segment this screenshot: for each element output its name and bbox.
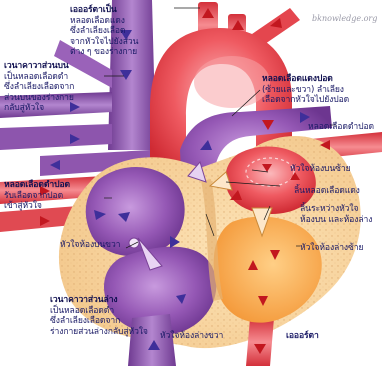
label-pulmonary-vein-left-title: หลอดเลือดดำปอด: [4, 180, 70, 191]
label-ivc-text: เป็นหลอดเลือดดำ ซึ่งลำเลียงเลือดจาก ร่าง…: [50, 306, 148, 337]
label-svc-text: เป็นหลอดเลือดดำ ซึ่งลำเลียงเลือดจาก ส่วน…: [4, 72, 74, 114]
watermark: bknowledge.org: [312, 14, 377, 23]
label-svc-title: เวนาคาวาส่วนบน: [4, 61, 74, 72]
label-aorta-bottom: เอออร์ตา: [286, 331, 319, 342]
label-pulmonary-vein-right: หลอดเลือดดำปอด: [308, 122, 374, 133]
label-pulmonary-artery-text: (ซ้ายและขวา) ลำเลียง เลือดจากหัวใจไปยังป…: [262, 85, 349, 106]
label-svc: เวนาคาวาส่วนบน เป็นหลอดเลือดดำ ซึ่งลำเลี…: [4, 61, 74, 114]
label-aorta-top: เอออร์ตาเป็น หลอดเลือดแดง ซึ่งลำเลียงเลื…: [70, 5, 138, 58]
label-left-ventricle: หัวใจห้องล่างซ้าย: [300, 243, 363, 254]
label-ivc-title: เวนาคาวาส่วนล่าง: [50, 295, 148, 306]
label-right-ventricle: หัวใจห้องล่างขวา: [160, 331, 223, 342]
label-aortic-valve: ลิ้นหลอดเลือดแดง: [294, 186, 360, 197]
label-pulmonary-artery: หลอดเลือดแดงปอด (ซ้ายและขวา) ลำเลียง เลื…: [262, 74, 349, 106]
label-left-atrium: หัวใจห้องบนซ้าย: [290, 164, 351, 175]
label-mitral-valve: ลิ้นระหว่างหัวใจ ห้องบน และห้องล่าง: [300, 204, 372, 225]
label-aorta-top-title: เอออร์ตาเป็น: [70, 5, 138, 16]
label-pulmonary-artery-title: หลอดเลือดแดงปอด: [262, 74, 349, 85]
label-ivc: เวนาคาวาส่วนล่าง เป็นหลอดเลือดดำ ซึ่งลำเ…: [50, 295, 148, 337]
label-aorta-top-text: หลอดเลือดแดง ซึ่งลำเลียงเลือด จากหัวใจไป…: [70, 16, 138, 58]
descending-aorta: [246, 318, 274, 366]
label-pulmonary-vein-left: หลอดเลือดดำปอด รับเลือดจากปอด เข้าสู่หัว…: [4, 180, 70, 212]
label-pulmonary-vein-left-text: รับเลือดจากปอด เข้าสู่หัวใจ: [4, 191, 63, 212]
label-right-atrium: หัวใจห้องบนขวา: [60, 240, 120, 251]
